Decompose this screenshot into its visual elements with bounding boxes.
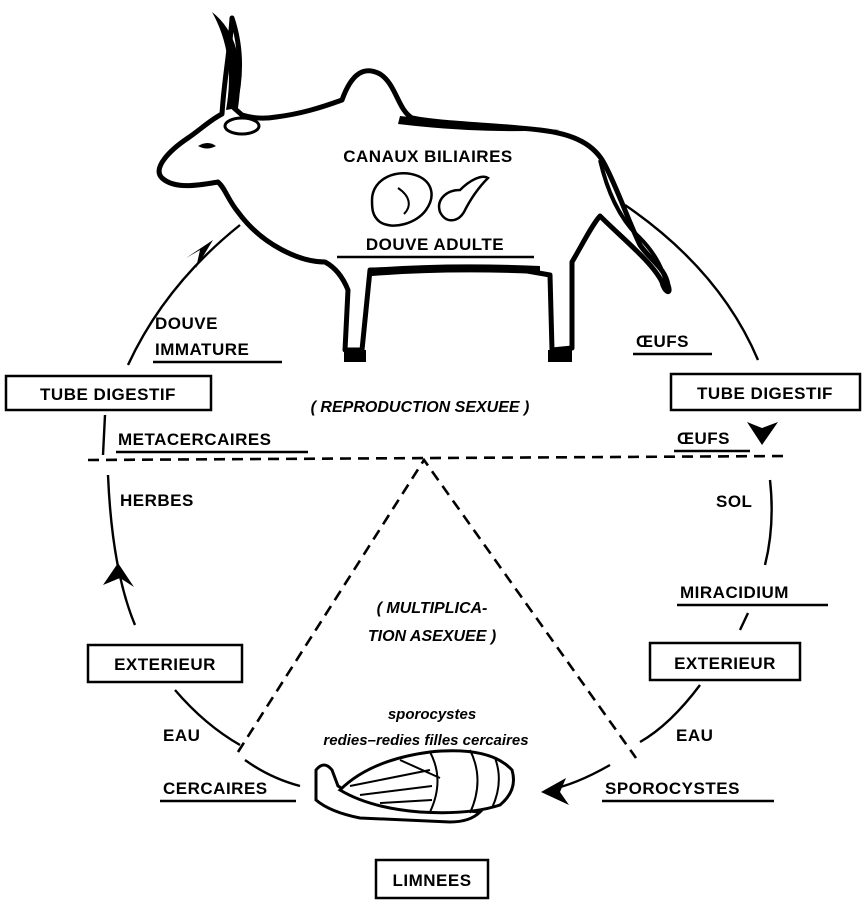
- arrow-left-bottom-icon: [541, 778, 569, 805]
- canaux-biliaires-label: CANAUX BILIAIRES: [343, 147, 513, 166]
- arrow-up-left-top-icon: [186, 240, 213, 268]
- box-tube-digestif-left: TUBE DIGESTIF: [6, 376, 211, 410]
- box-tube-digestif-right: TUBE DIGESTIF: [671, 374, 860, 410]
- sol-label: SOL: [716, 492, 752, 511]
- box-limnees: LIMNEES: [376, 860, 488, 898]
- cow-back-hoof: [548, 350, 572, 362]
- box-exterieur-right: EXTERIEUR: [650, 643, 800, 680]
- reproduction-sexuee-label: ( REPRODUCTION SEXUEE ): [311, 399, 530, 416]
- immature-label: IMMATURE: [155, 340, 249, 359]
- box-exterieur-left: EXTERIEUR: [88, 645, 242, 682]
- sporocystes-label: SPOROCYSTES: [605, 779, 740, 798]
- miracidium-label: MIRACIDIUM: [680, 583, 789, 602]
- oeufs-top-label: ŒUFS: [636, 332, 689, 351]
- douve-adulte-label: DOUVE ADULTE: [366, 235, 504, 254]
- douve-label: DOUVE: [155, 314, 218, 333]
- eau-left-label: EAU: [163, 726, 200, 745]
- horizontal-dashed-line: [88, 456, 788, 460]
- tube-digestif-left-text: TUBE DIGESTIF: [40, 385, 176, 404]
- eau-right-label: EAU: [676, 726, 713, 745]
- tube-digestif-right-text: TUBE DIGESTIF: [697, 384, 833, 403]
- arrow-down-right-icon: [747, 422, 778, 445]
- oeufs-right-label: ŒUFS: [677, 429, 730, 448]
- snail-illustration: [316, 750, 514, 822]
- stages-small-label: redies–redies filles cercaires: [323, 732, 528, 749]
- arrow-up-left-bottom-icon: [103, 563, 134, 587]
- cow-front-hoof: [344, 350, 366, 362]
- cercaires-label: CERCAIRES: [163, 779, 268, 798]
- herbes-label: HERBES: [120, 491, 194, 510]
- arc-left-upper: [103, 415, 105, 455]
- cow-ear: [225, 118, 259, 134]
- arc-right-mid: [765, 480, 772, 565]
- multiplication-label-line2: TION ASEXUEE ): [368, 628, 496, 645]
- cycle-arcs: [103, 205, 772, 790]
- limnees-text: LIMNEES: [392, 871, 471, 890]
- arc-right-tick: [740, 613, 748, 630]
- exterieur-right-text: EXTERIEUR: [674, 654, 776, 673]
- sporocystes-small-label: sporocystes: [388, 706, 476, 723]
- multiplication-label-line1: ( MULTIPLICA-: [377, 600, 488, 617]
- metacercaires-label: METACERCAIRES: [118, 430, 272, 449]
- exterieur-left-text: EXTERIEUR: [114, 655, 216, 674]
